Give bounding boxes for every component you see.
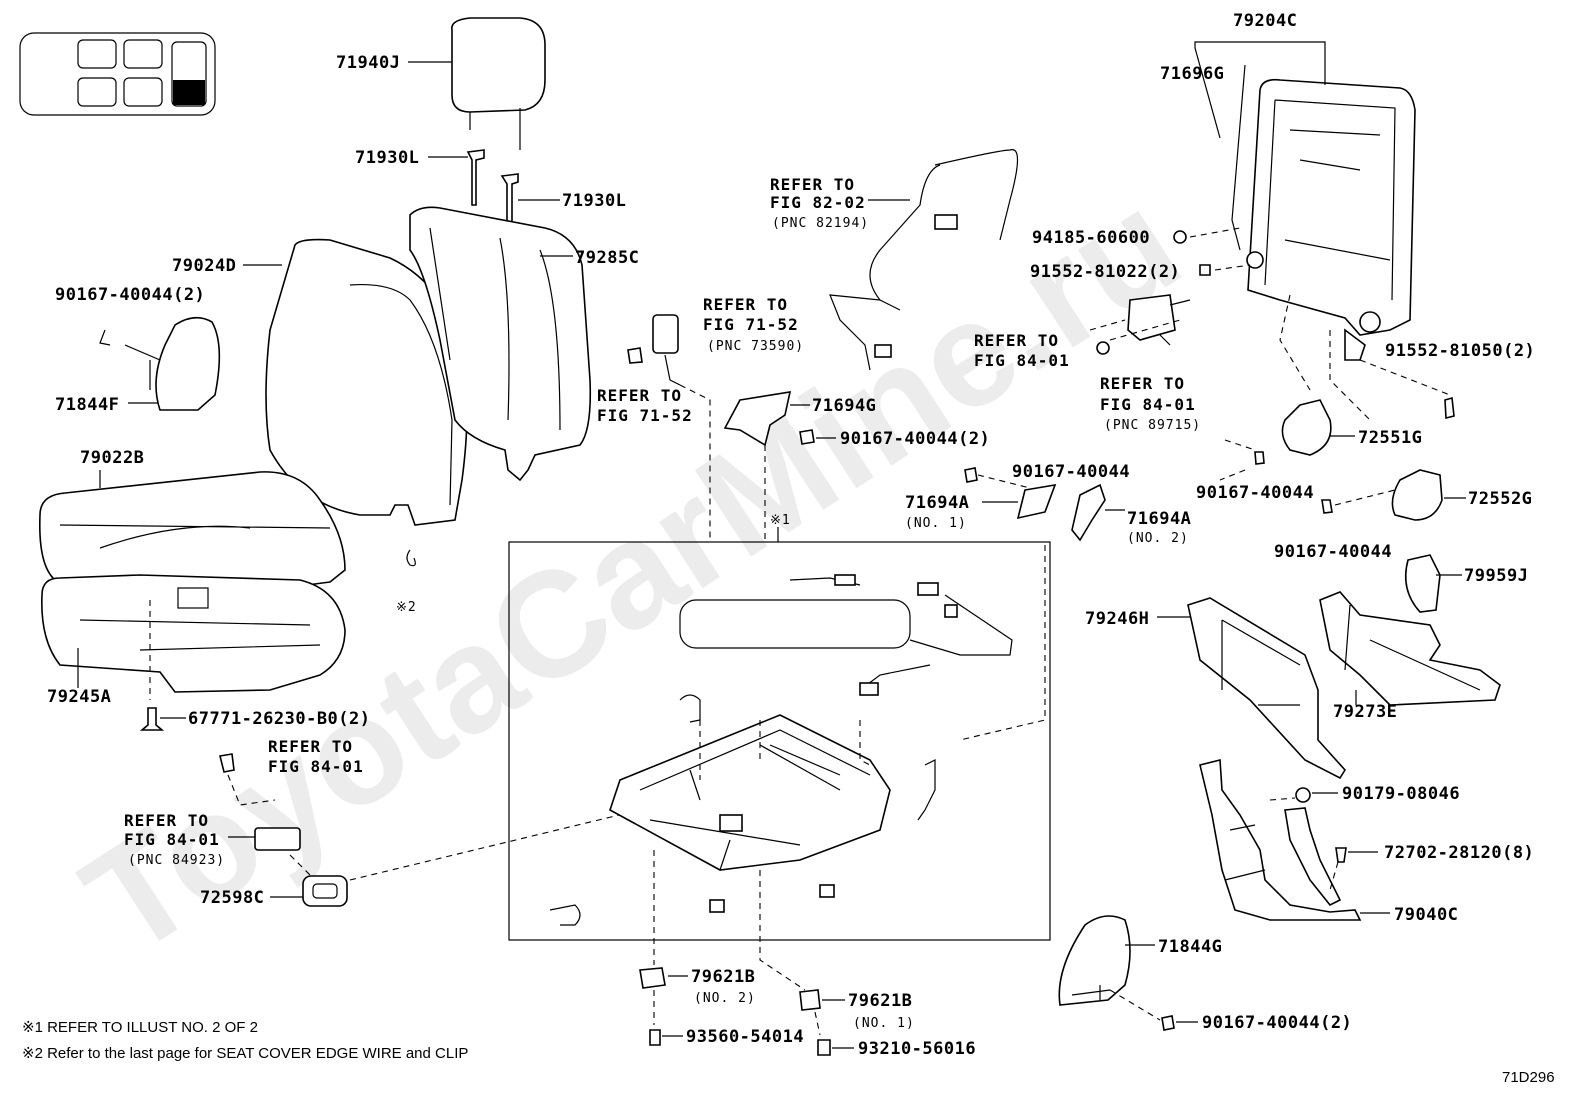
footnote-1: ※1 REFER TO ILLUST NO. 2 OF 2 — [22, 1019, 258, 1036]
headrest-drawing — [408, 17, 546, 150]
ref-82-02-line2: FIG 82-02 — [770, 193, 866, 212]
seat-belt-buckle-73590 — [627, 314, 711, 540]
marker-note-2: ※2 — [396, 600, 417, 615]
label-79273E: 79273E — [1333, 702, 1397, 722]
label-67771-26230-B0: 67771-26230-B0(2) — [188, 709, 371, 729]
marker-note-1: ※1 — [770, 513, 791, 528]
label-90167-40044-d: 90167-40044 — [1274, 542, 1392, 562]
ref-71-52-b-line2: FIG 71-52 — [597, 406, 693, 425]
ref-84-01-b-line1: REFER TO — [1100, 374, 1185, 393]
seat-back-pad-drawing — [409, 206, 592, 482]
side-cover-71844F — [99, 316, 221, 411]
label-71844F: 71844F — [55, 395, 119, 415]
panel-79273E — [1319, 591, 1501, 706]
brackets-71694A — [964, 467, 1125, 542]
seat-cushion-drawing — [38, 470, 346, 700]
label-79621B-no1-sub: (NO. 1) — [853, 1016, 915, 1031]
label-90167-40044-c: 90167-40044 — [1196, 483, 1314, 503]
side-cover-71844G — [1058, 915, 1198, 1031]
track-cover-79040C — [1199, 758, 1390, 921]
ref-71-52-b-line1: REFER TO — [597, 386, 682, 405]
label-94185-60600: 94185-60600 — [1032, 228, 1150, 248]
ref-82-02-line1: REFER TO — [770, 175, 855, 194]
label-71940J: 71940J — [336, 53, 400, 73]
label-71930L-a: 71930L — [355, 148, 419, 168]
label-91552-81022: 91552-81022(2) — [1030, 262, 1180, 282]
ref-84-01-c-line1: REFER TO — [268, 737, 353, 756]
label-71694A-2-sub: (NO. 2) — [1127, 531, 1189, 546]
label-91552-81050: 91552-81050(2) — [1385, 341, 1535, 361]
label-79621B-no1: 79621B — [848, 991, 912, 1011]
label-90167-40044-2-right: 90167-40044(2) — [1202, 1013, 1352, 1033]
ref-84-01-b-line2: FIG 84-01 — [1100, 395, 1196, 414]
label-90167-40044-2-mid: 90167-40044(2) — [840, 429, 990, 449]
ref-84-01-a-line2: FIG 84-01 — [974, 351, 1070, 370]
label-72598C: 72598C — [200, 888, 264, 908]
ref-84-01-c-line2: FIG 84-01 — [268, 757, 364, 776]
bracket-71694G — [723, 391, 836, 540]
label-79959J: 79959J — [1464, 566, 1528, 586]
label-72551G: 72551G — [1358, 428, 1422, 448]
label-79285C: 79285C — [575, 248, 639, 268]
ref-71-52-a-line2: FIG 71-52 — [703, 315, 799, 334]
label-79024D: 79024D — [172, 256, 236, 276]
figure-code: 71D296 — [1502, 1069, 1555, 1086]
label-79246H: 79246H — [1085, 609, 1149, 629]
footnote-2: ※2 Refer to the last page for SEAT COVER… — [22, 1045, 468, 1062]
ref-84-01-d-line2: FIG 84-01 — [124, 830, 220, 849]
label-79204C: 79204C — [1233, 11, 1297, 31]
label-90167-40044-2-left: 90167-40044(2) — [55, 285, 205, 305]
footnotes: ※1 REFER TO ILLUST NO. 2 OF 2 ※2 Refer t… — [22, 1019, 468, 1062]
module-89715 — [1089, 294, 1191, 346]
label-71694A-1: 71694A — [905, 493, 969, 513]
label-93560-54014: 93560-54014 — [686, 1027, 804, 1047]
wire-loop — [679, 574, 1013, 696]
switch-and-cover-72598C — [219, 753, 641, 907]
wire-harness-82194 — [829, 149, 1019, 371]
part-labels: 71940J 71930L 71930L 79024D 79285C 90167… — [47, 11, 1535, 1059]
label-90179-08046: 90179-08046 — [1342, 784, 1460, 804]
cover-72551G — [1219, 399, 1355, 481]
label-71844G: 71844G — [1158, 937, 1222, 957]
seat-position-icon — [19, 32, 216, 116]
frame-box — [508, 527, 1051, 941]
panel-79246H — [1157, 597, 1346, 780]
ref-82-02-pnc: (PNC 82194) — [772, 216, 869, 231]
label-90167-40044-e: 90167-40044 — [1012, 462, 1130, 482]
label-72552G: 72552G — [1468, 489, 1532, 509]
cover-72552G — [1321, 469, 1466, 521]
ref-84-01-a-line1: REFER TO — [974, 331, 1059, 350]
ref-71-52-a-line1: REFER TO — [703, 295, 788, 314]
caps-79621B — [639, 850, 854, 1056]
label-71930L-b: 71930L — [562, 191, 626, 211]
seat-back-cover-drawing — [243, 238, 468, 526]
ref-84-01-d-pnc: (PNC 84923) — [128, 853, 225, 868]
label-72702-28120: 72702-28120(8) — [1384, 843, 1534, 863]
ref-84-01-d-line1: REFER TO — [124, 811, 209, 830]
headrest-guides — [428, 149, 560, 229]
seat-back-frame-79204C — [1194, 41, 1416, 361]
clip-67771 — [139, 707, 186, 731]
label-71694G: 71694G — [812, 396, 876, 416]
label-71694A-2: 71694A — [1127, 509, 1191, 529]
label-71694A-1-sub: (NO. 1) — [905, 516, 967, 531]
label-79040C: 79040C — [1394, 905, 1458, 925]
reference-labels: REFER TO FIG 82-02 (PNC 82194) REFER TO … — [124, 175, 1201, 868]
panel-79959J — [1404, 554, 1462, 613]
label-79621B-no2-sub: (NO. 2) — [694, 991, 756, 1006]
ref-71-52-a-pnc: (PNC 73590) — [707, 339, 804, 354]
label-79245A: 79245A — [47, 687, 111, 707]
seat-track-frame — [549, 545, 1046, 926]
edge-wire-clip — [406, 549, 416, 567]
label-79621B-no2: 79621B — [691, 967, 755, 987]
fasteners-right-top — [1096, 227, 1455, 421]
ref-84-01-b-pnc: (PNC 89715) — [1104, 418, 1201, 433]
label-79022B: 79022B — [80, 448, 144, 468]
label-71696G: 71696G — [1160, 64, 1224, 84]
label-93210-56016: 93210-56016 — [858, 1039, 976, 1059]
